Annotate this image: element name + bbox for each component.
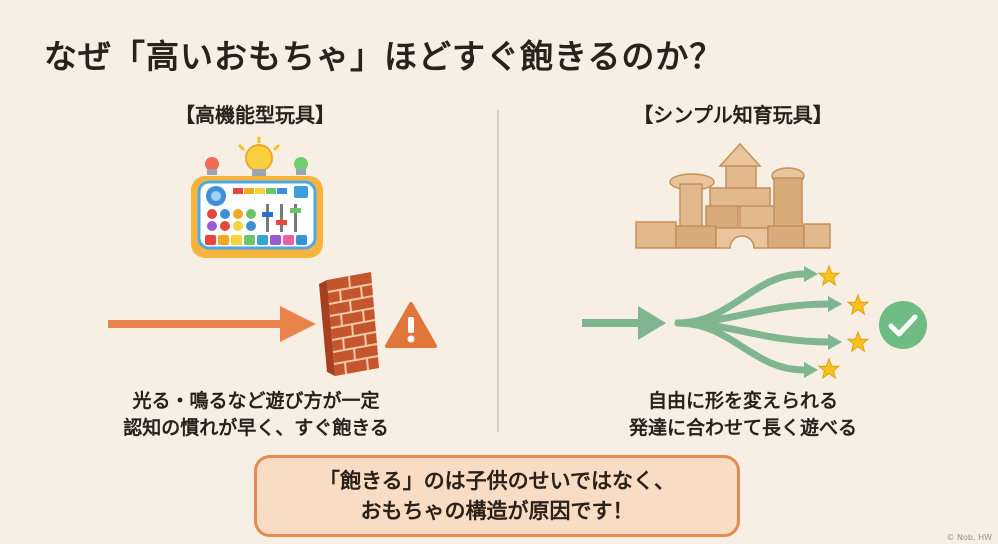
center-divider <box>497 110 499 432</box>
star-icon <box>846 330 870 353</box>
electronic-toy-icon <box>191 136 323 258</box>
star-icon <box>846 293 870 316</box>
right-heading: 【シンプル知育玩具】 <box>633 103 833 127</box>
check-icon <box>879 301 927 349</box>
left-caption-line1: 光る・鳴るなど遊び方が一定 <box>132 390 380 412</box>
brick-wall-icon <box>319 272 379 376</box>
conclusion-line2: おもちゃの構造が原因です！ <box>360 499 634 523</box>
star-icon <box>817 357 841 380</box>
branching-arrows-icon <box>582 266 842 378</box>
right-caption-line1: 自由に形を変えられる <box>647 390 839 412</box>
conclusion-line1: 「飽きる」のは子供のせいではなく、 <box>319 469 675 493</box>
warning-icon <box>385 302 437 348</box>
conclusion-box: 「飽きる」のは子供のせいではなく、 おもちゃの構造が原因です！ <box>254 455 740 537</box>
wooden-blocks-icon <box>635 142 831 249</box>
right-caption-line2: 発達に合わせて長く遊べる <box>628 417 858 439</box>
left-caption: 光る・鳴るなど遊び方が一定 認知の慣れが早く、すぐ飽きる <box>123 388 389 442</box>
credit-text: © Nob. HW <box>946 533 992 542</box>
star-icon <box>817 264 841 287</box>
page-title: なぜ「高いおもちゃ」ほどすぐ飽きるのか？ <box>44 37 724 76</box>
right-arrow-icon <box>108 306 316 342</box>
left-heading: 【高機能型玩具】 <box>175 103 335 127</box>
left-caption-line2: 認知の慣れが早く、すぐ飽きる <box>123 417 389 439</box>
right-caption: 自由に形を変えられる 発達に合わせて長く遊べる <box>629 388 857 442</box>
